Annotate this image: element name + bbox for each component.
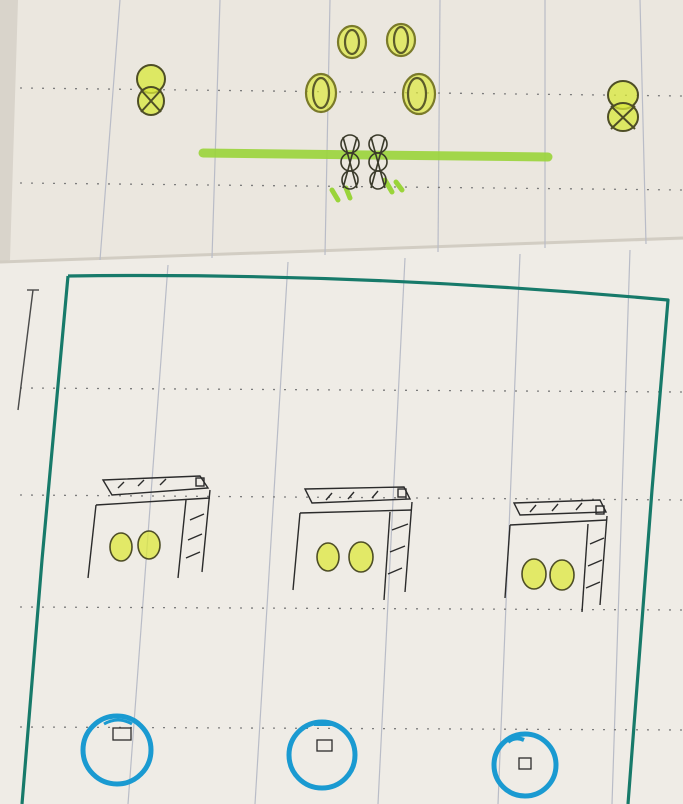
- yellow-oval-icon: [387, 24, 415, 56]
- yellow-oval-icon: [317, 543, 339, 571]
- yellow-oval-icon: [522, 559, 546, 589]
- yellow-oval-icon: [550, 560, 574, 590]
- crossed-oval-icon: [608, 81, 638, 131]
- yellow-oval-icon: [338, 26, 366, 58]
- crossed-oval-icon: [137, 65, 165, 115]
- yellow-oval-icon: [110, 533, 132, 561]
- yellow-oval-icon: [138, 531, 160, 559]
- yellow-oval-icon: [306, 74, 336, 112]
- yellow-oval-icon: [349, 542, 373, 572]
- yellow-oval-icon: [403, 74, 435, 114]
